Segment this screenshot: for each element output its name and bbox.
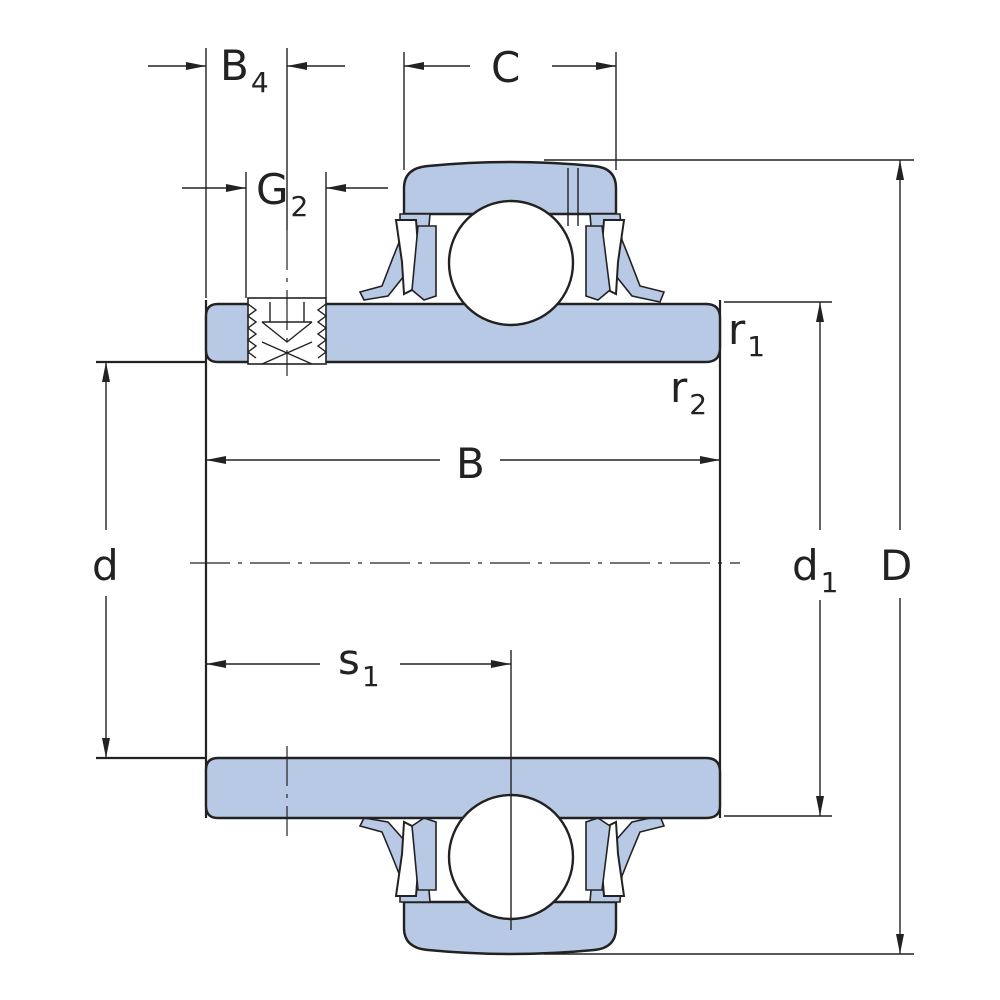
inner-ring-bottom bbox=[204, 756, 722, 820]
center-lines bbox=[190, 230, 740, 930]
label-b: B bbox=[456, 439, 485, 488]
bearing-body bbox=[96, 160, 722, 956]
outer-ring-top bbox=[402, 160, 618, 216]
label-g2: G2 bbox=[256, 165, 308, 223]
label-b4: B4 bbox=[220, 41, 269, 99]
labels: B4 C G2 r1 r2 B d d1 D s1 bbox=[92, 41, 912, 693]
outer-ring-bottom bbox=[402, 900, 618, 956]
seal-top-left bbox=[358, 213, 437, 301]
dimension-lines bbox=[102, 48, 914, 955]
label-s1: s1 bbox=[338, 635, 380, 693]
ball-top bbox=[447, 199, 575, 327]
label-d: d bbox=[92, 541, 119, 590]
label-r2: r2 bbox=[670, 363, 707, 421]
label-r1: r1 bbox=[728, 305, 765, 363]
label-d1: d1 bbox=[792, 541, 839, 599]
seal-top-right bbox=[585, 213, 666, 303]
seal-bottom-left bbox=[358, 817, 437, 903]
inner-ring-top bbox=[204, 302, 722, 364]
label-c: C bbox=[491, 43, 520, 92]
seal-bottom-right bbox=[585, 815, 666, 903]
label-D: D bbox=[880, 541, 912, 590]
